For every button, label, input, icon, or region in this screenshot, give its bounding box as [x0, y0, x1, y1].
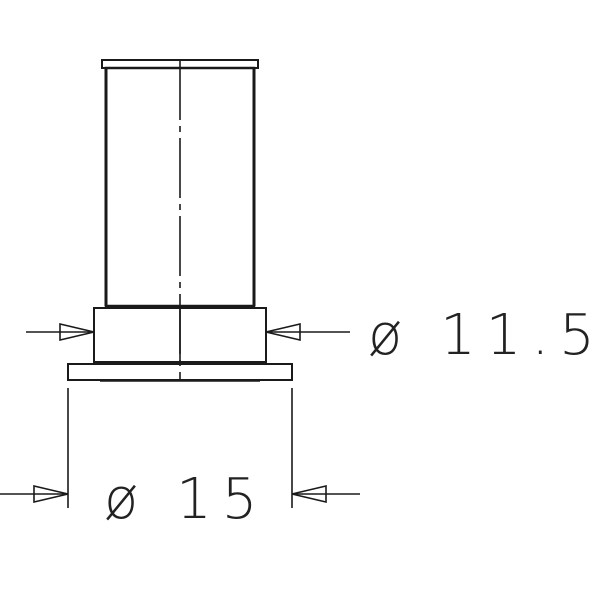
inner-diameter-dimension: ø 11.5 — [26, 303, 600, 368]
outer-diameter-dimension: ø 15 — [0, 388, 360, 532]
inner-diameter-label: ø 11.5 — [368, 303, 600, 368]
base-flange — [67, 363, 293, 381]
right-dim-arrowhead — [291, 484, 327, 504]
left-dim-arrowhead — [33, 484, 69, 504]
outer-diameter-label: ø 15 — [104, 467, 267, 532]
right-arrowhead — [265, 322, 301, 342]
left-arrowhead — [59, 322, 95, 342]
